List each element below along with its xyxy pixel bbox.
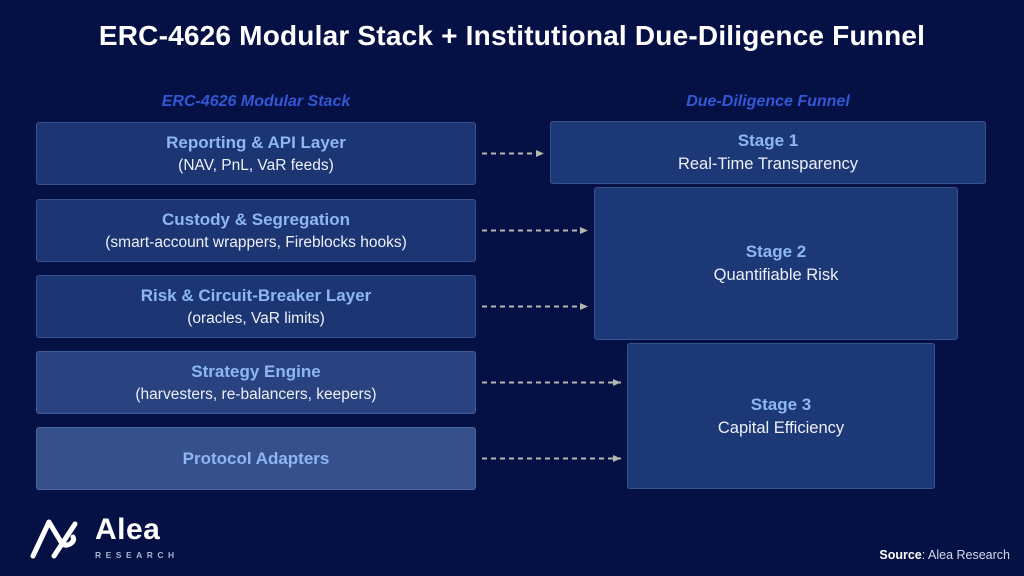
funnel-box-subtitle: Capital Efficiency [717, 418, 845, 437]
funnel-box-stage-1: Stage 1 Real-Time Transparency [550, 121, 986, 184]
funnel-box-subtitle: Quantifiable Risk [713, 266, 839, 285]
stack-box-reporting-api-layer: Reporting & API Layer (NAV, PnL, VaR fee… [36, 122, 476, 185]
funnel-box-title: Stage 1 [737, 131, 799, 151]
stack-box-title: Strategy Engine [191, 361, 321, 381]
stack-box-title: Protocol Adapters [182, 448, 330, 468]
stack-column-header: ERC-4626 Modular Stack [161, 93, 351, 110]
stack-box-subtitle: (oracles, VaR limits) [187, 309, 325, 327]
stack-box-protocol-adapters: Protocol Adapters [36, 427, 476, 490]
source-value: : Alea Research [921, 548, 1010, 562]
logo-subname: RESEARCH [95, 549, 179, 560]
stack-box-title: Risk & Circuit-Breaker Layer [140, 285, 372, 305]
stack-box-title: Custody & Segregation [162, 209, 350, 229]
stack-box-subtitle: (harvesters, re-balancers, keepers) [135, 385, 377, 403]
page-title: ERC-4626 Modular Stack + Institutional D… [98, 20, 926, 51]
stack-box-custody-segregation: Custody & Segregation (smart-account wra… [36, 199, 476, 262]
funnel-box-subtitle: Real-Time Transparency [677, 155, 859, 174]
source-label: Source [879, 548, 922, 562]
stack-box-subtitle: (NAV, PnL, VaR feeds) [178, 156, 334, 174]
funnel-box-stage-3: Stage 3 Capital Efficiency [627, 343, 935, 489]
alea-logo-text: Alea RESEARCH [95, 512, 179, 560]
alea-logo-icon [30, 519, 78, 559]
stack-box-subtitle: (smart-account wrappers, Fireblocks hook… [105, 233, 407, 251]
funnel-box-title: Stage 3 [750, 394, 812, 414]
stack-box-risk-circuit-breaker: Risk & Circuit-Breaker Layer (oracles, V… [36, 275, 476, 338]
funnel-box-title: Stage 2 [745, 242, 807, 262]
stack-box-strategy-engine: Strategy Engine (harvesters, re-balancer… [36, 351, 476, 414]
funnel-column-header: Due-Diligence Funnel [686, 93, 850, 110]
stack-box-title: Reporting & API Layer [166, 132, 346, 152]
alea-logo: Alea RESEARCH [30, 514, 179, 560]
source-attribution: Source: Alea Research [879, 548, 1010, 562]
funnel-box-stage-2: Stage 2 Quantifiable Risk [594, 187, 958, 340]
logo-name: Alea [95, 512, 161, 546]
